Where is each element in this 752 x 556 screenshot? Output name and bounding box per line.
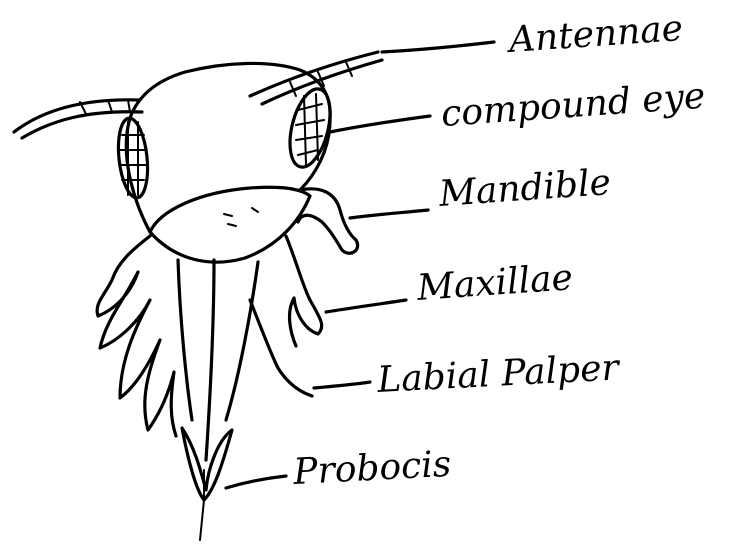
label-antennae: Antennae [505,8,685,61]
leader-maxillae [326,300,406,312]
label-mandible: Mandible [437,162,612,215]
proboscis-right-edge [226,262,258,420]
label-maxillae: Maxillae [415,257,574,309]
right-maxilla [286,236,322,346]
label-proboscis: Probocis [291,444,452,493]
proboscis-left-edge [178,260,192,420]
right-compound-eye [283,85,337,171]
label-compound-eye: compound eye [440,76,707,135]
leader-antennae [382,42,494,52]
left-maxilla [97,236,176,436]
leader-proboscis [226,476,286,488]
labial-palp [250,300,312,396]
leader-labial-palper [314,382,370,388]
right-mandible-arm [298,189,358,253]
label-labial-palper: Labial Palper [375,347,621,401]
leader-mandible [350,210,428,218]
proboscis-center-line [206,260,214,460]
leader-compound-eye [330,116,430,132]
mandible-marks [224,208,258,226]
